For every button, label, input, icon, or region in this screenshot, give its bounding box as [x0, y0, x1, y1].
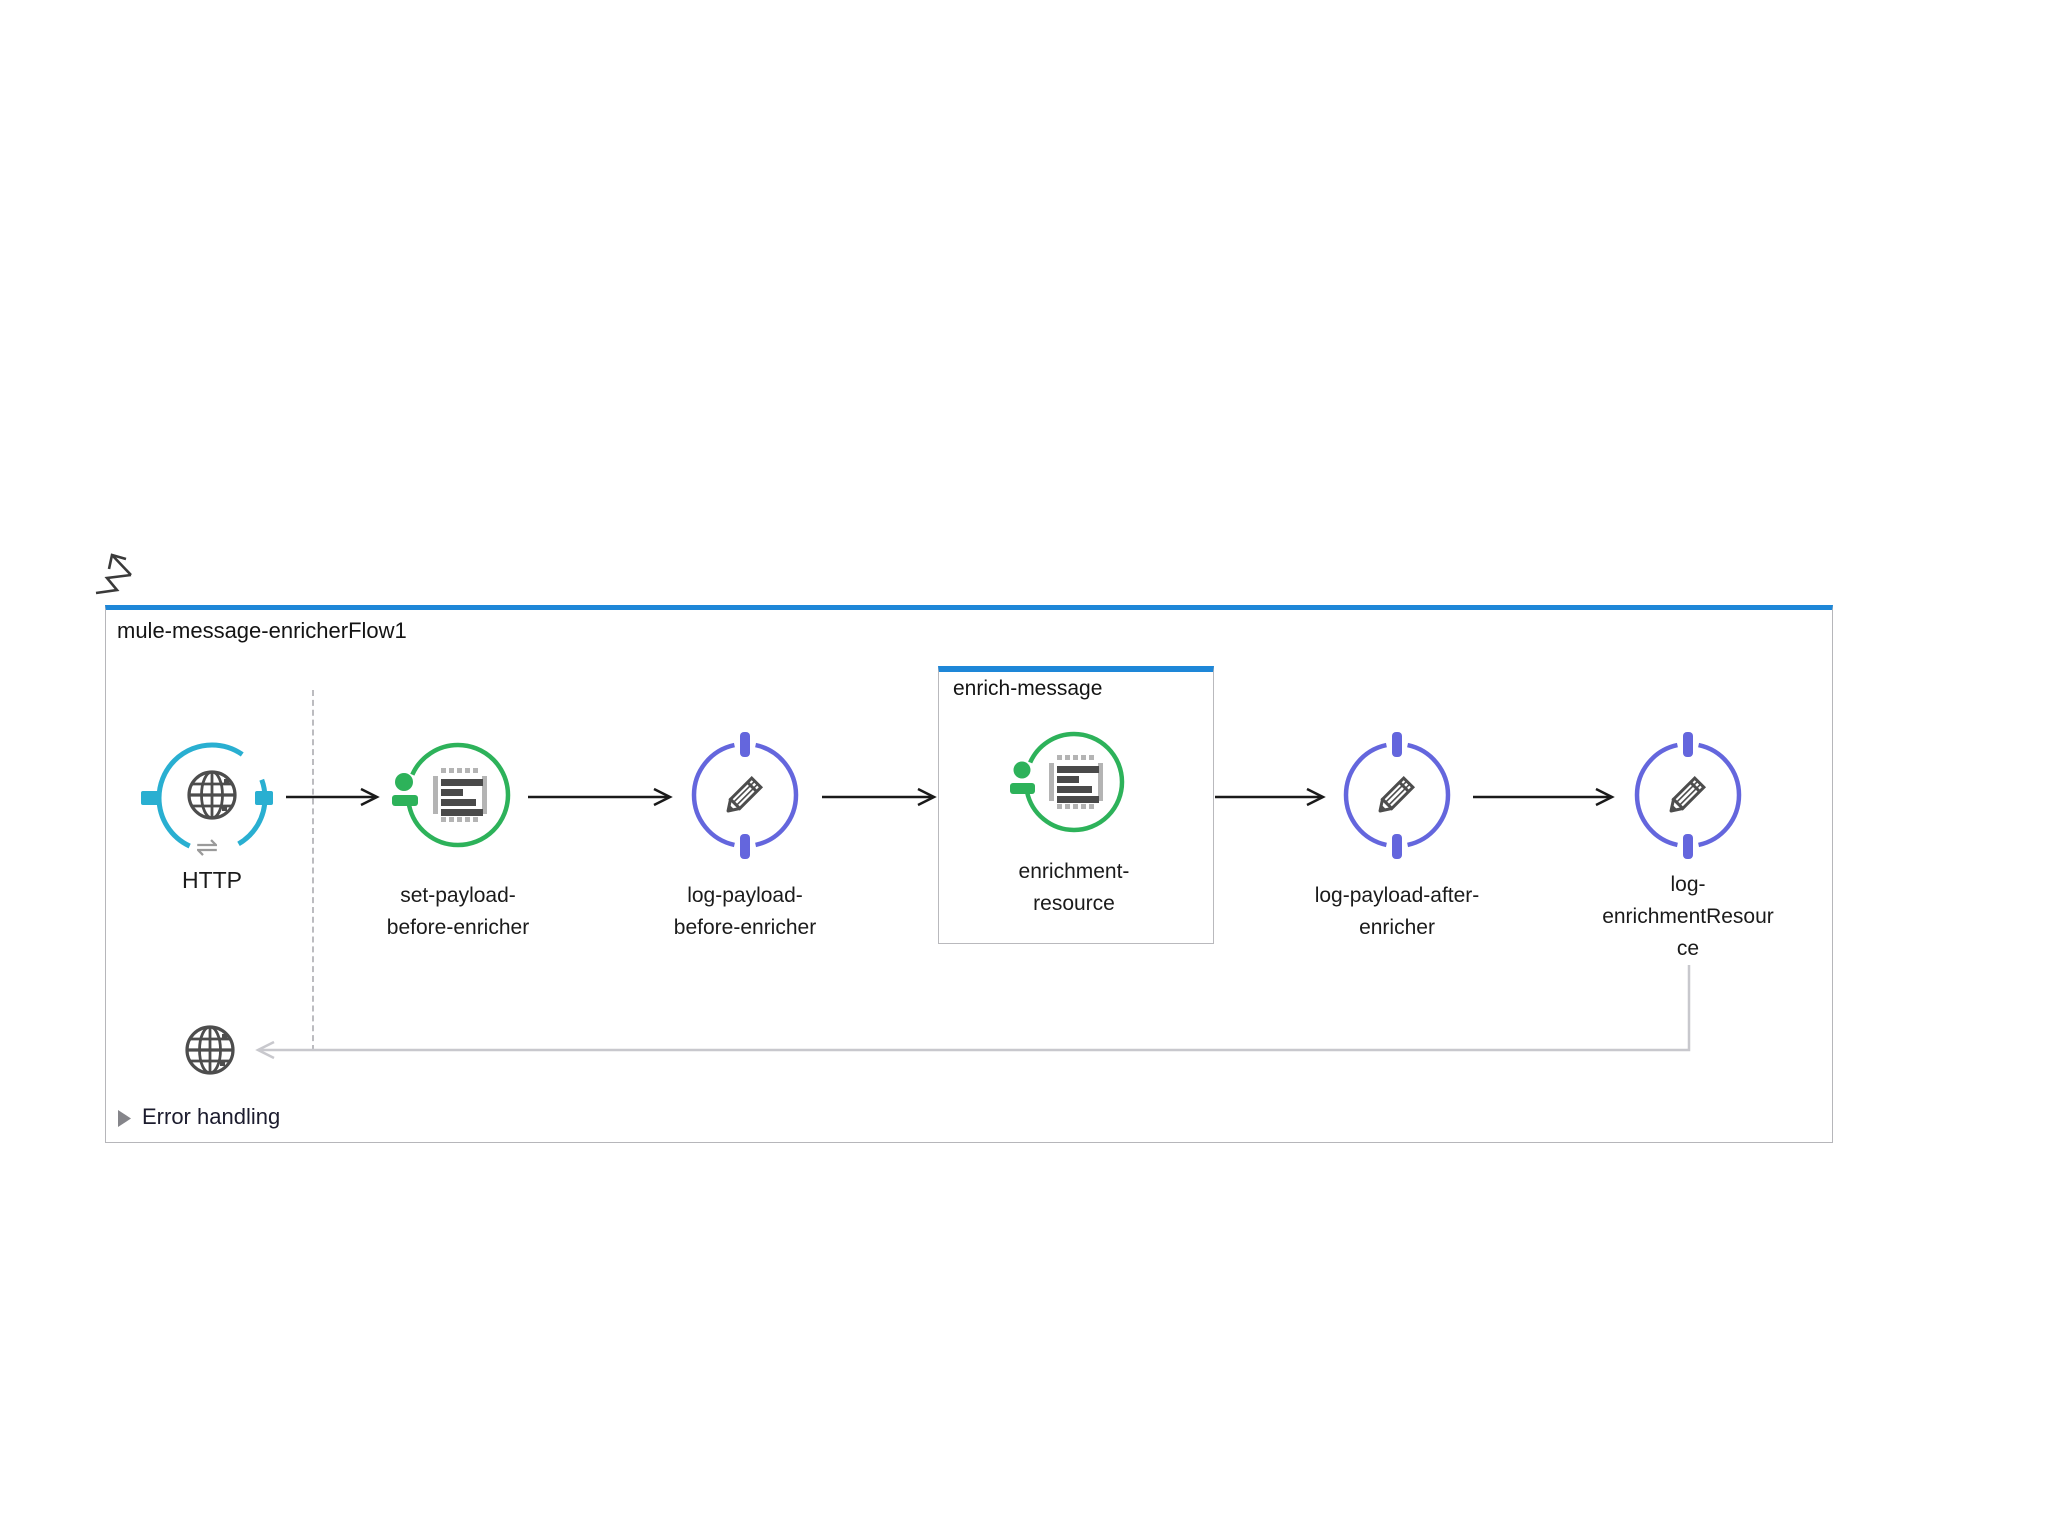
- mouse-cursor: [95, 553, 132, 595]
- node-label-http[interactable]: HTTP: [92, 864, 332, 896]
- node-label-enrichment-resource[interactable]: enrichment- resource: [954, 856, 1194, 920]
- node-label-line: log-payload-after-: [1314, 884, 1480, 907]
- node-label-line: ce: [1676, 937, 1700, 960]
- error-handling-label[interactable]: Error handling: [142, 1104, 281, 1129]
- node-label-line: log-payload-: [687, 884, 803, 907]
- flow-title[interactable]: mule-message-enricherFlow1: [117, 618, 407, 643]
- node-label-line: before-enricher: [386, 916, 530, 939]
- scope-title[interactable]: enrich-message: [953, 677, 1103, 700]
- node-label-line: log-: [1670, 873, 1706, 896]
- node-label-set-payload[interactable]: set-payload- before-enricher: [338, 880, 578, 944]
- node-label-line: enricher: [1359, 916, 1435, 939]
- node-label-line: enrichmentResour: [1602, 905, 1774, 928]
- node-label-log-enrichment[interactable]: log- enrichmentResour ce: [1568, 869, 1808, 965]
- node-label-line: HTTP: [181, 867, 243, 893]
- node-label-line: resource: [1033, 892, 1115, 915]
- node-label-log-after[interactable]: log-payload-after- enricher: [1277, 880, 1517, 944]
- node-label-line: enrichment-: [1018, 860, 1130, 883]
- source-separator: [312, 690, 314, 1051]
- node-label-line: before-enricher: [673, 916, 817, 939]
- node-label-log-before[interactable]: log-payload- before-enricher: [625, 880, 865, 944]
- node-label-line: set-payload-: [400, 884, 516, 907]
